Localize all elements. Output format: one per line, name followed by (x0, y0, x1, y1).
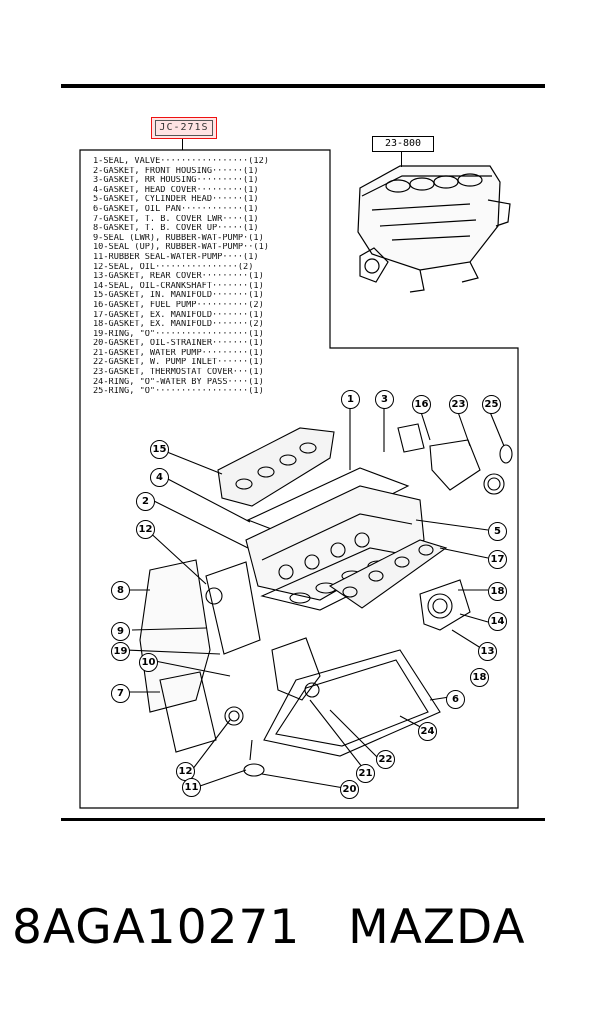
parts-list-item: 24-RING, "O"-WATER BY PASS····(1) (93, 377, 264, 387)
callout-16: 16 (412, 395, 431, 414)
parts-list-item: 9-SEAL (LWR), RUBBER-WAT-PUMP·(1) (93, 233, 264, 243)
parts-list-item: 22-GASKET, W. PUMP INLET······(1) (93, 358, 264, 368)
callout-2: 2 (136, 492, 155, 511)
brand-name: MAZDA (348, 900, 526, 955)
callout-23: 23 (449, 395, 468, 414)
callout-13: 13 (478, 642, 497, 661)
catalog-tag: JC-271S (155, 120, 213, 136)
callout-19: 19 (111, 642, 130, 661)
footer-caption: 8AGA10271 MAZDA (12, 900, 526, 955)
parts-list-item: 25-RING, "O"··················(1) (93, 387, 264, 397)
callout-22: 22 (376, 750, 395, 769)
callout-15: 15 (150, 440, 169, 459)
callout-1: 1 (341, 390, 360, 409)
catalog-tag-box: JC-271S (151, 117, 217, 139)
callout-18: 18 (470, 668, 489, 687)
parts-list-item: 1-SEAL, VALVE·················(12) (93, 157, 269, 166)
reference-leader-line (401, 151, 402, 167)
parts-list-item: 4-GASKET, HEAD COVER·········(1) (93, 185, 259, 195)
gasket-exploded-illustration (118, 407, 513, 789)
callout-24: 24 (418, 722, 437, 741)
engine-block-illustration (357, 165, 511, 293)
callout-9: 9 (111, 622, 130, 641)
callout-6: 6 (446, 690, 465, 709)
top-divider (61, 84, 545, 88)
callout-14: 14 (488, 612, 507, 631)
reference-tag: 23-800 (372, 136, 434, 152)
parts-list-item: 8-GASKET, T. B. COVER UP·····(1) (93, 224, 259, 234)
part-number: 8AGA10271 (12, 900, 301, 955)
callout-18: 18 (488, 582, 507, 601)
callout-5: 5 (488, 522, 507, 541)
bottom-divider (61, 818, 545, 821)
callout-25: 25 (482, 395, 501, 414)
parts-list-item: 19-RING, "O"··················(1) (93, 329, 264, 339)
callout-12: 12 (136, 520, 155, 539)
parts-list-item: 17-GASKET, EX. MANIFOLD·······(1) (93, 310, 264, 320)
callout-3: 3 (375, 390, 394, 409)
callout-4: 4 (150, 468, 169, 487)
parts-list-item: 14-SEAL, OIL-CRANKSHAFT·······(1) (93, 281, 264, 291)
parts-list-item: 6-GASKET, OIL PAN············(1) (93, 204, 259, 214)
callout-7: 7 (111, 684, 130, 703)
parts-list-item: 2-GASKET, FRONT HOUSING······(1) (93, 166, 259, 176)
callout-21: 21 (356, 764, 375, 783)
parts-list-item: 21-GASKET, WATER PUMP·········(1) (93, 348, 264, 358)
parts-list-item: 5-GASKET, CYLINDER HEAD······(1) (93, 195, 259, 205)
callout-8: 8 (111, 581, 130, 600)
tag-leader-line (182, 138, 183, 150)
parts-list-item: 23-GASKET, THERMOSTAT COVER···(1) (93, 368, 264, 378)
parts-list-item: 16-GASKET, FUEL PUMP··········(2) (93, 300, 264, 310)
parts-list-item: 7-GASKET, T. B. COVER LWR····(1) (93, 214, 259, 224)
callout-17: 17 (488, 550, 507, 569)
parts-list-item: 18-GASKET, EX. MANIFOLD·······(2) (93, 320, 264, 330)
parts-list-item: 11-RUBBER SEAL-WATER-PUMP····(1) (93, 252, 259, 262)
callout-20: 20 (340, 780, 359, 799)
parts-list-item: 20-GASKET, OIL-STRAINER·······(1) (93, 339, 264, 349)
callout-11: 11 (182, 778, 201, 797)
callout-10: 10 (139, 653, 158, 672)
parts-list-item: 10-SEAL (UP), RUBBER-WAT-PUMP··(1) (93, 243, 269, 253)
parts-list: 1-SEAL, VALVE·················(12) 2-GAS… (93, 157, 328, 397)
parts-list-item: 3-GASKET, RR HOUSING·········(1) (93, 176, 259, 186)
parts-list-item: 13-GASKET, REAR COVER·········(1) (93, 272, 264, 282)
parts-list-item: 15-GASKET, IN. MANIFOLD·······(1) (93, 291, 264, 301)
parts-list-item: 12-SEAL, OIL················(2) (93, 262, 254, 272)
